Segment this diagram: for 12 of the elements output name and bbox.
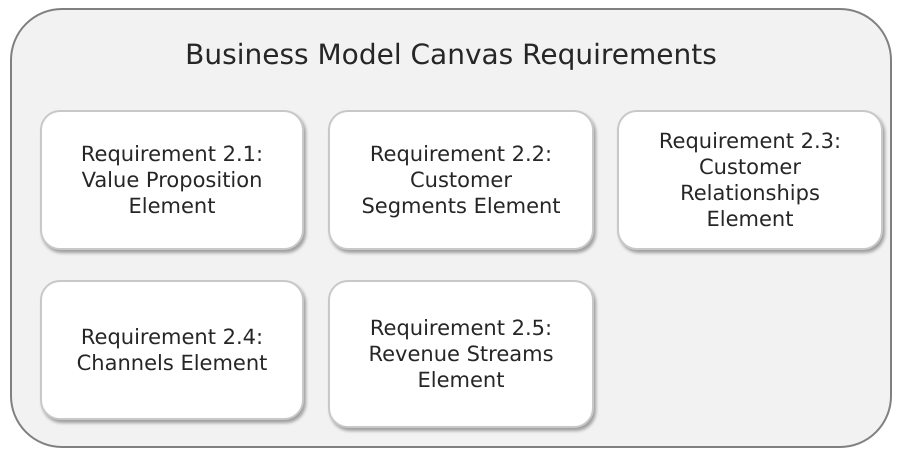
group-panel: [10, 8, 892, 448]
requirement-label: Requirement 2.3: Customer Relationships Element: [658, 128, 842, 232]
requirement-label: Requirement 2.2: Customer Segments Element: [361, 140, 561, 220]
panel-title: Business Model Canvas Requirements: [184, 38, 718, 71]
requirement-box: [328, 280, 594, 428]
requirement-label: Requirement 2.4: Channels Element: [76, 324, 268, 376]
requirement-box: [617, 110, 883, 250]
requirement-label: Requirement 2.5: Revenue Streams Element: [367, 314, 555, 394]
requirement-box: [40, 280, 304, 420]
requirement-box: [328, 110, 594, 250]
requirement-box: [40, 110, 304, 250]
requirement-label: Requirement 2.1: Value Proposition Element: [80, 140, 264, 220]
